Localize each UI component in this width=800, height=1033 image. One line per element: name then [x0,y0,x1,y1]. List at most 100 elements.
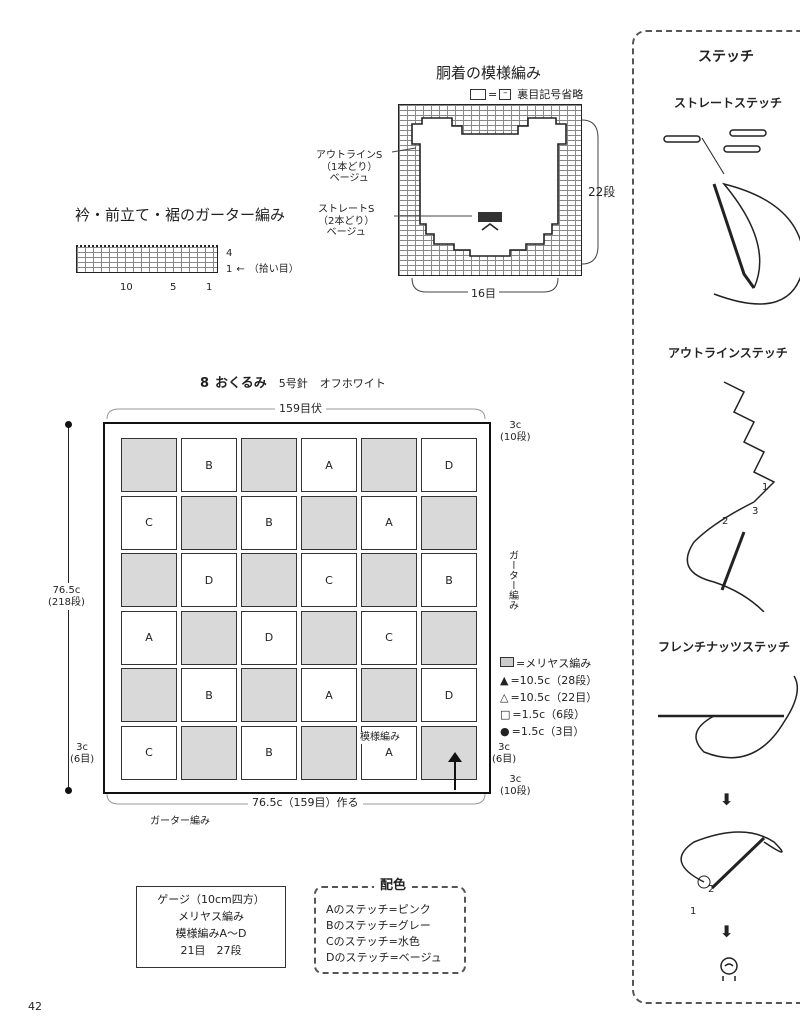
blanket-title-text: おくるみ [215,376,267,391]
blanket-square [421,610,477,665]
blanket-square [181,495,237,550]
stitch-sidebar: ステッチ ストレートステッチ アウトラインステッチ 1 2 3 フレンチナッツス… [632,30,800,1004]
bottom-right-dim: 3c (10段) [500,774,531,797]
blanket-square: B [181,668,237,722]
left-bottom-cm: 3c [76,742,89,753]
symbol-legend: =メリヤス編み ▲=10.5c（28段） △=10.5c（22目） □=1.5c… [500,655,597,740]
blanket-square: B [421,553,477,607]
bottom-width: 76.5c（159目）作る [248,796,363,810]
blanket-square: D [181,553,237,607]
blanket-square [181,610,237,665]
blanket-title: 8 おくるみ 5号針 オフホワイト [200,372,386,391]
straight-stitch-title: ストレートステッチ [674,96,783,110]
garter-bottom-label: ガーター編み [150,816,210,827]
purl-dash-symbol-icon: – [499,88,512,100]
blanket-square [121,553,177,607]
blanket-square: B [241,725,297,780]
blanket-square [241,553,297,607]
blanket-square: D [421,668,477,722]
collar-chart-grid [76,245,218,273]
blanket-square [301,495,357,550]
color-scheme-box: 配色 Aのステッチ=ピンク Bのステッチ=グレー Cのステッチ=水色 Dのステッ… [314,878,466,974]
arrow-left-icon: ← [236,264,245,275]
french-knot-result-icon [720,957,738,981]
sidebar-heading: ステッチ [698,49,754,65]
gauge-line: 模様編みA〜D [175,927,247,940]
gauge-line: 21目 27段 [180,944,242,957]
side-dim-dot-top [65,421,72,428]
bottom-right-rows: (10段) [500,785,531,797]
blanket-square: C [121,495,177,550]
legend-text: =1.5c（3目） [511,725,585,738]
straight-color: ベージュ [326,227,366,238]
blanket-square: A [121,610,177,665]
legend-text: =10.5c（28段） [510,674,598,687]
legend-row: △=10.5c（22目） [500,689,597,706]
collar-row-top: 4 [226,248,233,259]
straight-label-text: ストレートS [318,204,375,215]
blanket-square: A [301,438,357,492]
straight-stitch-illustration [663,129,800,305]
outline-stitch-title: アウトラインステッチ [668,346,788,360]
side-dim-dot-bottom [65,787,72,794]
gauge-line: ゲージ（10cm四方） [157,893,265,906]
french-knot-title: フレンチナッツステッチ [658,640,791,654]
outline-detail: （1本どり） [320,161,378,173]
dot-icon: ● [500,725,510,738]
blanket-square [421,725,477,780]
color-line: Dのステッチ=ベージュ [326,951,442,964]
side-height: 76.5c [52,585,81,596]
blanket-square: C [121,725,177,780]
stockinette-swatch-icon [500,657,514,667]
color-line: Aのステッチ=ピンク [326,903,431,916]
blanket-square [241,438,297,492]
right-bottom-st: (6目) [492,753,517,765]
outline-label: アウトラインS （1本どり） ベージュ [316,150,382,185]
outline-color: ベージュ [329,173,369,184]
blanket-square [121,668,177,722]
top-right-rows: (10段) [500,431,531,443]
pattern-label: 模様編み [360,732,400,744]
collar-chart-title: 衿・前立て・裾のガーター編み [75,206,286,224]
french-step-2: 2 [708,884,715,895]
rows-count: 22段 [588,185,616,199]
blanket-square [181,725,237,780]
bear-outline [411,117,567,257]
blanket-square [121,438,177,492]
blanket-square: B [241,495,297,550]
arrow-up-icon [448,752,462,762]
top-width: 159目伏 [275,402,326,416]
page-number: 42 [28,1000,42,1013]
outline-step-2: 2 [722,516,729,527]
blanket-square: A [361,495,417,550]
knit-direction-arrow [454,760,456,790]
blanket-square: D [421,438,477,492]
blanket-square [361,668,417,722]
left-bottom-dim: 3c (6目) [70,742,94,765]
gauge-box: ゲージ（10cm四方） メリヤス編み 模様編みA〜D 21目 27段 [136,886,286,968]
collar-row-one: 1 ← （拾い目） [226,264,299,276]
legend-eq: = [488,87,498,101]
french-knot-illustration-1 [658,675,799,759]
top-right-cm: 3c [509,420,522,431]
blanket-square: A [301,668,357,722]
right-bottom-cm: 3c [498,742,511,753]
french-knot-illustration-2 [680,831,783,890]
body-chart-title: 胴着の模様編み [436,64,542,82]
garter-right-label: ガーター編み [506,550,518,610]
right-bottom-dim: 3c (6目) [492,742,516,765]
body-chart-legend: = – 裏目記号省略 [470,86,583,102]
legend-row: ▲=10.5c（28段） [500,672,597,689]
filled-triangle-icon: ▲ [500,674,509,687]
left-bottom-st: (6目) [70,753,95,765]
arrow-down-icon: ⬇ [720,790,734,809]
blanket-square: C [361,610,417,665]
blanket-square: B [181,438,237,492]
straight-label: ストレートS （2本どり） ベージュ [318,204,374,239]
blanket-square [361,553,417,607]
purl-symbol-icon [470,88,486,100]
color-line: Cのステッチ=水色 [326,935,420,948]
blanket-square: C [301,553,357,607]
blanket-needle: 5号針 [278,377,308,390]
straight-detail: （2本どり） [318,215,375,227]
